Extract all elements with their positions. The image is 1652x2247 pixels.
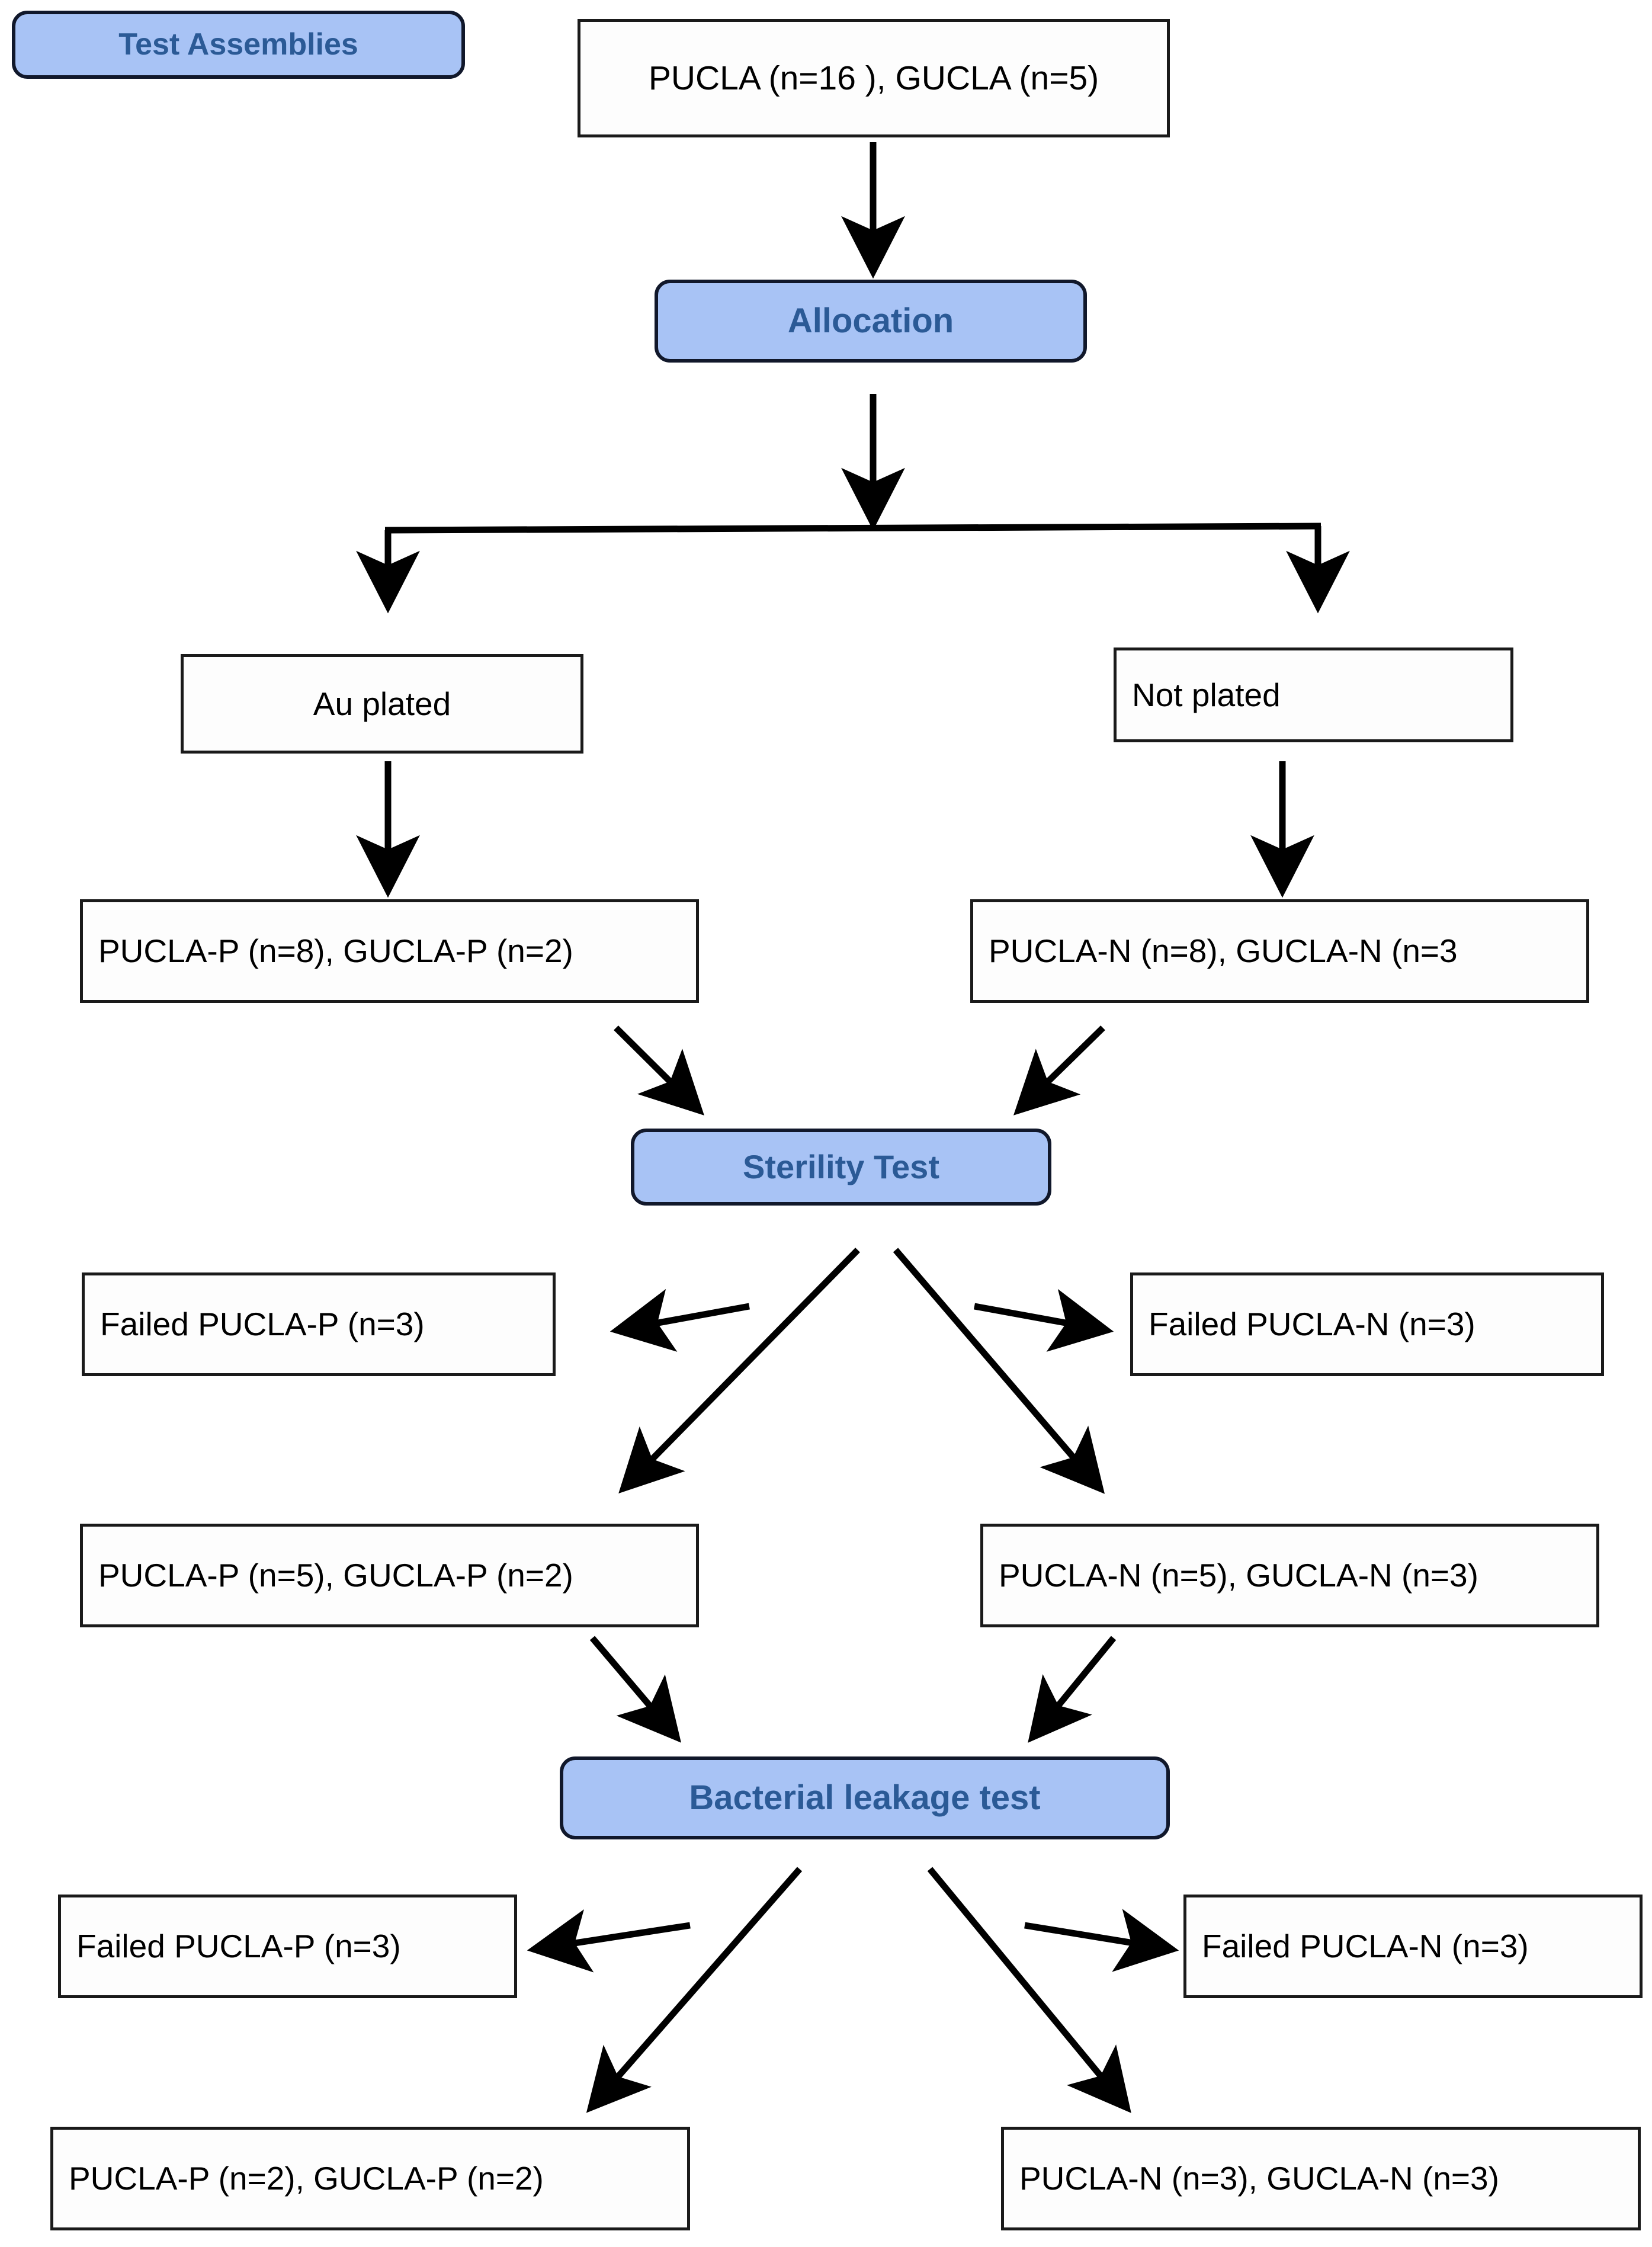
arrow-leakage-to-failed-p xyxy=(527,1909,691,1973)
stage-allocation[interactable]: Allocation xyxy=(655,280,1087,363)
box-au-plated[interactable]: Au plated xyxy=(181,654,583,754)
box-sterility-failed-p[interactable]: Failed PUCLA-P (n=3) xyxy=(82,1272,556,1376)
arrow-sterility-to-failed-n xyxy=(974,1288,1114,1352)
box-enrollment[interactable]: PUCLA (n=16 ), GUCLA (n=5) xyxy=(578,19,1170,137)
arrow-sterility-to-failed-p xyxy=(610,1288,750,1352)
arrow-sterility-to-pass-n xyxy=(893,1248,1105,1494)
box-leakage-failed-n[interactable]: Failed PUCLA-N (n=3) xyxy=(1183,1895,1643,1998)
arrow-leakage-to-failed-n xyxy=(1024,1909,1179,1972)
box-leakage-pass-p[interactable]: PUCLA-P (n=2), GUCLA-P (n=2) xyxy=(50,2127,690,2230)
stage-leakage-test-label: Bacterial leakage test xyxy=(689,1778,1041,1818)
stage-sterility-test-label: Sterility Test xyxy=(743,1148,939,1186)
box-not-plated-label: Not plated xyxy=(1132,676,1281,713)
stage-allocation-label: Allocation xyxy=(787,302,954,341)
box-not-plated[interactable]: Not plated xyxy=(1114,648,1513,742)
box-enrollment-label: PUCLA (n=16 ), GUCLA (n=5) xyxy=(648,59,1099,97)
arrow-leakage-to-pass-n xyxy=(927,1867,1131,2113)
stage-test-assemblies-label: Test Assemblies xyxy=(118,27,358,62)
box-leakage-failed-p[interactable]: Failed PUCLA-P (n=3) xyxy=(58,1895,517,1998)
arrow-leakage-to-pass-p xyxy=(586,1867,803,2113)
box-sterility-pass-p-label: PUCLA-P (n=5), GUCLA-P (n=2) xyxy=(98,1557,573,1594)
box-unplated-group-label: PUCLA-N (n=8), GUCLA-N (n=3 xyxy=(989,932,1458,970)
arrow-passp-to-leakage xyxy=(589,1636,681,1743)
box-sterility-failed-n[interactable]: Failed PUCLA-N (n=3) xyxy=(1130,1272,1604,1376)
split-bracket xyxy=(356,523,1350,614)
box-leakage-failed-n-label: Failed PUCLA-N (n=3) xyxy=(1202,1928,1529,1965)
split-horizontal-line xyxy=(384,523,1321,534)
box-plated-group[interactable]: PUCLA-P (n=8), GUCLA-P (n=2) xyxy=(80,899,699,1003)
box-sterility-pass-p[interactable]: PUCLA-P (n=5), GUCLA-P (n=2) xyxy=(80,1524,699,1627)
box-sterility-failed-p-label: Failed PUCLA-P (n=3) xyxy=(100,1306,425,1343)
stage-test-assemblies[interactable]: Test Assemblies xyxy=(12,11,465,79)
box-leakage-failed-p-label: Failed PUCLA-P (n=3) xyxy=(76,1928,401,1965)
arrow-unplatedgroup-to-sterility xyxy=(1013,1025,1105,1116)
box-unplated-group[interactable]: PUCLA-N (n=8), GUCLA-N (n=3 xyxy=(970,899,1589,1003)
box-plated-group-label: PUCLA-P (n=8), GUCLA-P (n=2) xyxy=(98,932,573,970)
arrow-passn-to-leakage xyxy=(1028,1636,1117,1743)
arrow-platedgroup-to-sterility xyxy=(614,1025,704,1116)
stage-leakage-test[interactable]: Bacterial leakage test xyxy=(560,1756,1170,1839)
box-leakage-pass-n[interactable]: PUCLA-N (n=3), GUCLA-N (n=3) xyxy=(1001,2127,1641,2230)
arrow-sterility-to-pass-p xyxy=(618,1248,860,1493)
box-leakage-pass-p-label: PUCLA-P (n=2), GUCLA-P (n=2) xyxy=(69,2160,544,2197)
box-sterility-pass-n[interactable]: PUCLA-N (n=5), GUCLA-N (n=3) xyxy=(980,1524,1599,1627)
box-sterility-failed-n-label: Failed PUCLA-N (n=3) xyxy=(1149,1306,1475,1343)
box-sterility-pass-n-label: PUCLA-N (n=5), GUCLA-N (n=3) xyxy=(999,1557,1478,1594)
box-leakage-pass-n-label: PUCLA-N (n=3), GUCLA-N (n=3) xyxy=(1019,2160,1499,2197)
box-au-plated-label: Au plated xyxy=(313,685,451,722)
stage-sterility-test[interactable]: Sterility Test xyxy=(631,1129,1051,1206)
